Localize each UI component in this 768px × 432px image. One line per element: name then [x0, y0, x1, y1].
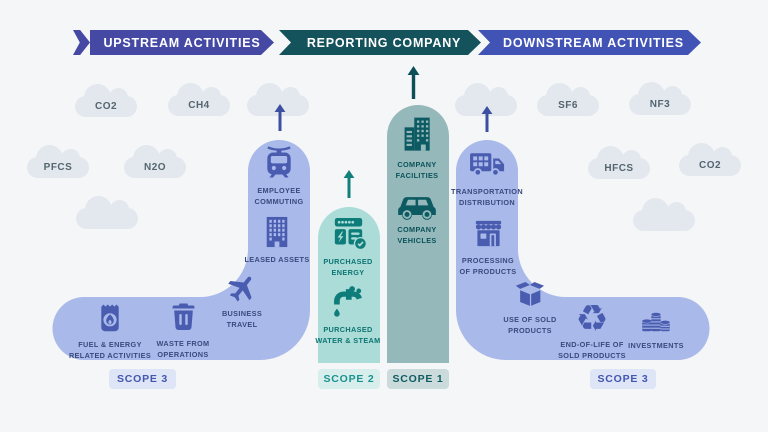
- investments-item: INVESTMENTS: [620, 301, 692, 352]
- waste-operations-label: WASTE FROM OPERATIONS: [156, 339, 210, 359]
- fuel-energy-label: FUEL & ENERGY RELATED ACTIVITIES: [68, 340, 152, 360]
- energy-meter-icon: [334, 217, 367, 251]
- end-of-life-item: ♻ END-OF-LIFE OF SOLD PRODUCTS: [548, 297, 636, 361]
- cloud-empty-left: [76, 196, 138, 229]
- use-of-sold-products-item: USE OF SOLD PRODUCTS: [497, 276, 563, 336]
- fuel-energy-item: FUEL & ENERGY RELATED ACTIVITIES: [67, 300, 153, 361]
- recycle-icon: ♻: [575, 297, 609, 340]
- gas-label: CO2: [94, 101, 118, 112]
- gas-label: NF3: [649, 99, 671, 110]
- cloud-co2-upstream: CO2: [75, 84, 137, 117]
- company-vehicles-label: COMPANY VEHICLES: [397, 225, 437, 245]
- airplane-icon: [218, 264, 266, 312]
- gas-label: SF6: [558, 100, 578, 111]
- employee-commuting-item: EMPLOYEE COMMUTING: [243, 142, 315, 207]
- use-of-sold-products-label: USE OF SOLD PRODUCTS: [503, 315, 557, 335]
- company-facilities-item: COMPANY FACILITIES: [384, 113, 450, 181]
- company-vehicles-item: COMPANY VEHICLES: [384, 192, 450, 246]
- badge-label: SCOPE 2: [323, 373, 375, 385]
- transportation-distribution-item: TRANSPORTATION DISTRIBUTION: [449, 145, 525, 208]
- open-box-icon: [515, 281, 544, 306]
- cloud-co2-downstream: CO2: [679, 143, 741, 176]
- scope1-badge: SCOPE 1: [387, 369, 449, 389]
- cloud-nf3: NF3: [629, 82, 691, 115]
- downstream-scope3-band: [456, 140, 710, 360]
- up-arrow-downstream-icon: [481, 106, 493, 132]
- scope3-downstream-badge: SCOPE 3: [590, 369, 656, 389]
- badge-label: SCOPE 1: [392, 373, 444, 385]
- truck-icon: [470, 153, 505, 177]
- cloud-empty-downstream-arm: [455, 83, 517, 116]
- purchased-water-label: PURCHASED WATER & STEAM: [315, 325, 381, 345]
- gas-label: CH4: [188, 100, 210, 111]
- scope3-upstream-badge: SCOPE 3: [109, 369, 176, 389]
- gas-label: N2O: [143, 162, 167, 173]
- badge-label: SCOPE 3: [116, 373, 169, 385]
- up-arrow-scope2-icon: [343, 170, 355, 198]
- fuel-bag-icon: [101, 304, 119, 332]
- waste-operations-item: WASTE FROM OPERATIONS: [148, 300, 218, 360]
- gas-label: CO2: [698, 160, 722, 171]
- cloud-hfcs: HFCS: [588, 146, 650, 179]
- gas-label: HFCS: [604, 163, 634, 174]
- scope1-column: [387, 105, 449, 363]
- badge-label: SCOPE 3: [597, 373, 649, 385]
- investments-label: INVESTMENTS: [628, 341, 684, 350]
- up-arrow-scope1-icon: [407, 66, 420, 99]
- cloud-ch4: CH4: [168, 83, 230, 116]
- company-building-icon: [404, 117, 430, 151]
- cloud-empty-upstream-arm: [247, 83, 309, 116]
- car-icon: [398, 197, 436, 220]
- banner-upstream-label: UPSTREAM ACTIVITIES: [103, 35, 261, 50]
- cloud-n2o: N2O: [124, 145, 186, 178]
- cloud-sf6: SF6: [537, 83, 599, 116]
- cloud-pfcs: PFCS: [27, 145, 89, 178]
- store-icon: [475, 220, 501, 247]
- company-facilities-label: COMPANY FACILITIES: [395, 160, 439, 180]
- banner-upstream-activities: UPSTREAM ACTIVITIES: [90, 30, 274, 55]
- processing-products-item: PROCESSING OF PRODUCTS: [453, 215, 523, 277]
- employee-commuting-label: EMPLOYEE COMMUTING: [254, 186, 304, 206]
- office-building-icon: [266, 216, 288, 248]
- end-of-life-label: END-OF-LIFE OF SOLD PRODUCTS: [558, 340, 626, 360]
- business-travel-item: BUSINESS TRAVEL: [210, 271, 274, 330]
- leased-assets-label: LEASED ASSETS: [244, 255, 310, 264]
- purchased-energy-item: PURCHASED ENERGY: [315, 212, 381, 278]
- gas-label: PFCS: [43, 162, 73, 173]
- purchased-energy-label: PURCHASED ENERGY: [323, 257, 373, 277]
- banner-reporting-company: REPORTING COMPANY: [279, 30, 481, 55]
- purchased-water-item: PURCHASED WATER & STEAM: [315, 283, 381, 346]
- scope2-badge: SCOPE 2: [318, 369, 380, 389]
- banner-reporting-label: REPORTING COMPANY: [306, 35, 462, 50]
- tram-icon: [267, 146, 291, 178]
- cloud-empty-right: [633, 198, 695, 231]
- banner-downstream-label: DOWNSTREAM ACTIVITIES: [503, 35, 684, 50]
- leased-assets-item: LEASED ASSETS: [243, 213, 311, 266]
- faucet-icon: [334, 286, 362, 317]
- coins-icon: [642, 312, 670, 332]
- banner-downstream-activities: DOWNSTREAM ACTIVITIES: [478, 30, 701, 55]
- transportation-distribution-label: TRANSPORTATION DISTRIBUTION: [451, 187, 523, 207]
- business-travel-label: BUSINESS TRAVEL: [221, 309, 263, 329]
- processing-products-label: PROCESSING OF PRODUCTS: [459, 256, 517, 276]
- trash-can-icon: [172, 303, 194, 331]
- up-arrow-upstream-icon: [274, 104, 286, 131]
